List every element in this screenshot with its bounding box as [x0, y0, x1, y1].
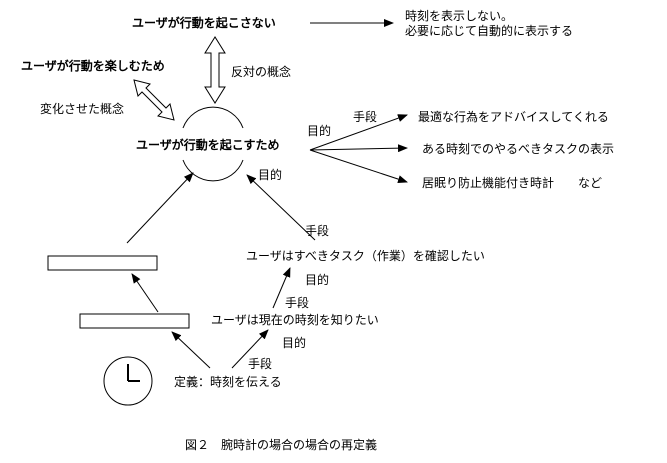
- label-purpose-2: 目的: [282, 336, 307, 350]
- arrow-know-to-confirm: [272, 267, 291, 309]
- means-item-1: 最適な行為をアドバイスしてくれる: [418, 110, 609, 124]
- node-no-action: ユーザが行動を起こさない: [132, 16, 276, 30]
- label-means-top: 手段: [353, 110, 378, 124]
- label-purpose-1: 目的: [305, 273, 330, 287]
- node-enjoy: ユーザが行動を楽しむため: [21, 59, 165, 73]
- arrow-definition-to-know: [231, 329, 269, 369]
- label-means-2: 手段: [285, 296, 310, 310]
- arrow-confirm-to-circle: [246, 174, 316, 241]
- means-item-2: ある時刻でのやるべきタスクの表示: [422, 142, 615, 156]
- label-purpose-below-circle: 目的: [258, 168, 283, 182]
- rect-lower: [79, 313, 190, 329]
- clock-icon: [103, 356, 153, 406]
- chain-definition: 定義：時刻を伝える: [174, 375, 282, 389]
- label-changed: 変化させた概念: [40, 102, 125, 116]
- label-purpose-top: 目的: [307, 124, 332, 138]
- arrow-means-3: [309, 149, 408, 183]
- central-circle-top: [182, 106, 244, 129]
- arrow-means-1: [309, 114, 408, 151]
- arrow-means-2: [309, 144, 408, 153]
- means-item-3: 居眠り防止機能付き時計 など: [422, 176, 603, 190]
- label-opposite: 反対の概念: [231, 65, 292, 79]
- arrow-rect-lower-to-upper: [131, 273, 159, 313]
- central-circle-bottom: [182, 159, 244, 182]
- no-display-text-line2: 必要に応じて自動的に表示する: [405, 24, 574, 38]
- changed-double-arrow: [133, 79, 175, 121]
- node-prompt-action: ユーザが行動を起こすため: [136, 138, 280, 152]
- arrow-rect-upper-to-circle: [126, 172, 194, 244]
- arrow-definition-to-rect: [171, 331, 211, 369]
- label-means-1: 手段: [305, 224, 330, 238]
- opposite-double-arrow: [204, 36, 226, 104]
- chain-know-time: ユーザは現在の時刻を知りたい: [211, 313, 379, 327]
- rect-upper: [47, 255, 158, 271]
- figure-caption: 図２ 腕時計の場合の場合の再定義: [185, 438, 378, 452]
- label-means-3: 手段: [248, 357, 273, 371]
- chain-confirm-task: ユーザはすべきタスク（作業）を確認したい: [246, 249, 485, 263]
- no-display-text-line1: 時刻を表示しない。: [405, 9, 514, 23]
